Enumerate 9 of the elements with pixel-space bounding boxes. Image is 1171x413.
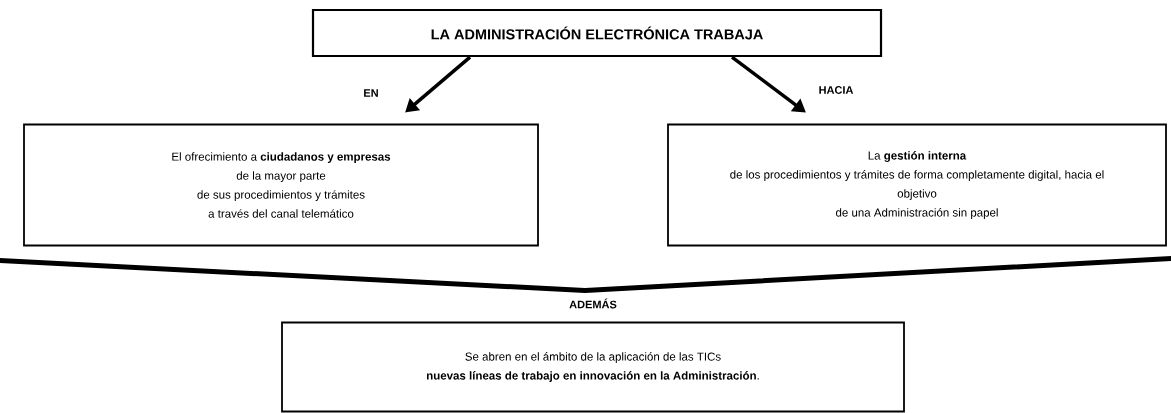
edge-label: EN <box>362 88 380 98</box>
arrow <box>405 55 472 113</box>
edge-label: HACIA <box>817 85 855 95</box>
arrow <box>730 55 806 113</box>
text-box: La gestión interna de los procedimientos y trámites de forma completamente digital, hacia el objetivo de una Administración sin papel <box>667 123 1167 247</box>
text-box: Se abren en el ámbito de la aplicación de las TICs nuevas líneas de trabajo en innovación en la Administración. <box>281 321 905 413</box>
text-box: El ofrecimiento a ciudadanos y empresas de la mayor parte de sus procedimientos y trámites a través del canal telemático <box>23 123 539 247</box>
section-label: ADEMÁS <box>569 298 617 309</box>
title-box: LA ADMINISTRACIÓN ELECTRÓNICA TRABAJA <box>311 8 883 58</box>
